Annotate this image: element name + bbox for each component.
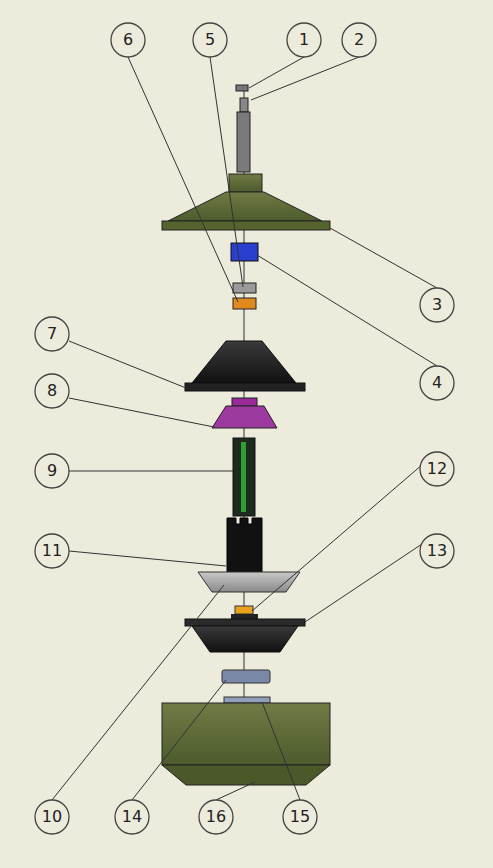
callout-number: 14	[115, 800, 149, 834]
callout-number: 8	[35, 374, 69, 408]
callout-number: 2	[342, 23, 376, 57]
callout-number: 15	[283, 800, 317, 834]
callout-number: 13	[420, 534, 454, 568]
callout-number: 1	[287, 23, 321, 57]
callout-number: 4	[420, 366, 454, 400]
callout-number: 5	[193, 23, 227, 57]
callout-number: 7	[35, 317, 69, 351]
callout-number: 16	[199, 800, 233, 834]
callout-number: 9	[35, 454, 69, 488]
callout-number: 11	[35, 534, 69, 568]
callout-number: 6	[111, 23, 145, 57]
callout-number: 3	[420, 288, 454, 322]
callout-number: 10	[35, 800, 69, 834]
callout-number: 12	[420, 452, 454, 486]
